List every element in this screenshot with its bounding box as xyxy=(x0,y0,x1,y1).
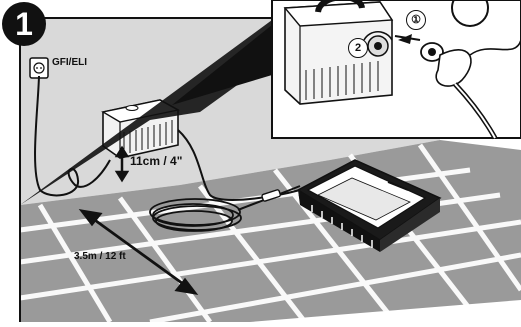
plug-connector xyxy=(420,42,444,62)
wall-outlet xyxy=(29,57,49,79)
pool-robot xyxy=(296,159,442,252)
inset-pointer xyxy=(172,25,272,105)
height-arrow xyxy=(114,145,130,183)
distance-label: 3.5m / 12 ft xyxy=(74,251,126,262)
power-cord xyxy=(34,75,111,197)
carry-handle xyxy=(315,0,365,13)
coiled-cable xyxy=(149,198,242,232)
step-number-badge: 1 xyxy=(2,2,46,46)
swivel-connector xyxy=(261,189,281,202)
hand xyxy=(435,49,472,87)
height-label: 11cm / 4" xyxy=(130,154,183,168)
pool-edge xyxy=(250,300,521,322)
inset-step-two-marker: 2 xyxy=(348,38,368,58)
inset-callout-beam xyxy=(20,20,272,205)
inset-detail-panel xyxy=(20,0,521,205)
outlet-label: GFI/ELI xyxy=(52,57,87,68)
inset-step-one-marker: ① xyxy=(406,10,426,30)
distance-arrow xyxy=(78,209,199,295)
